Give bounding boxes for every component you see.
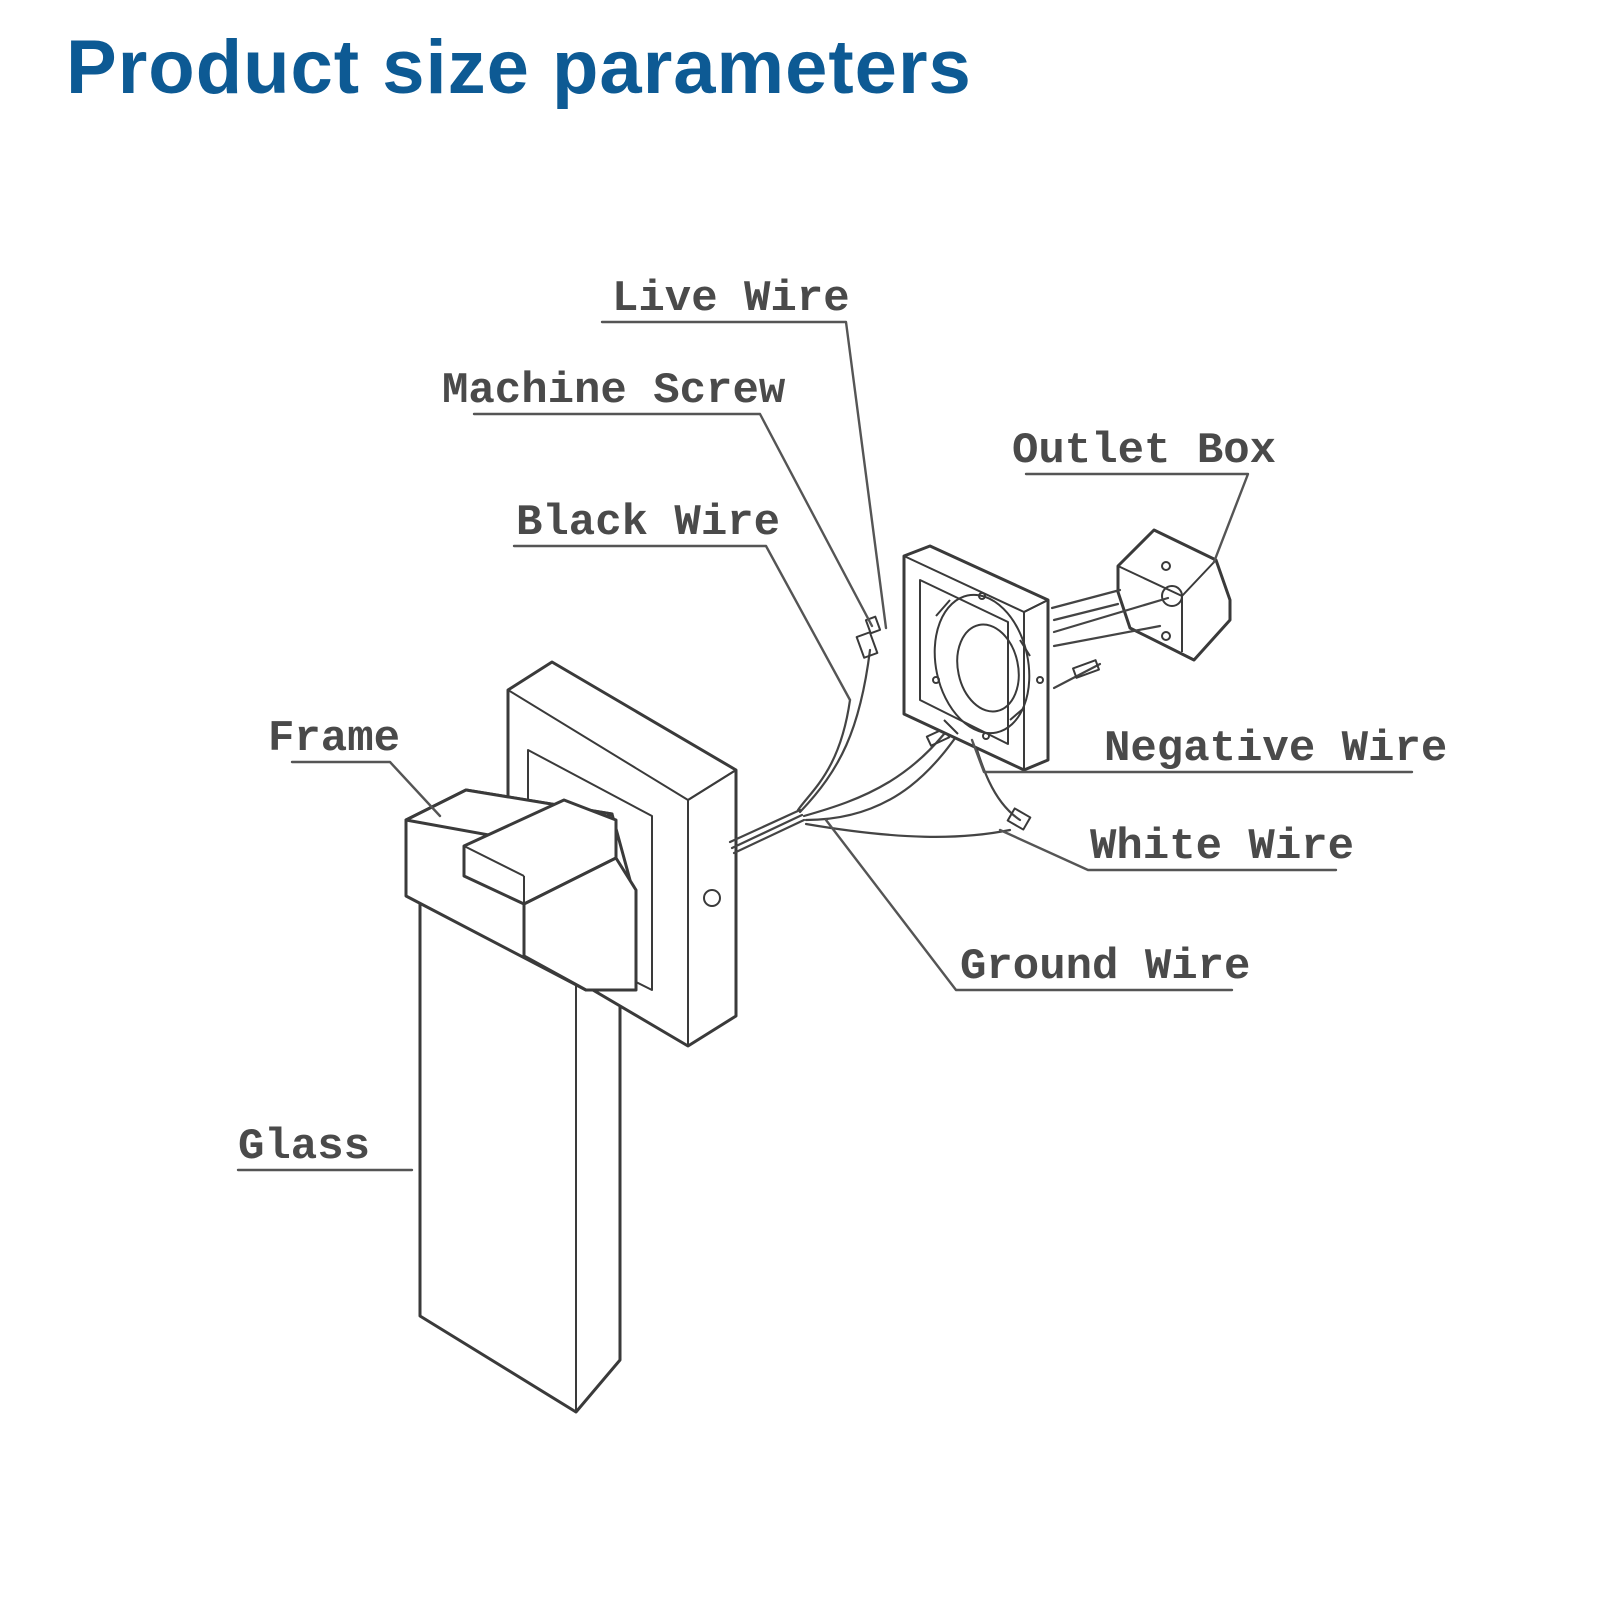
leader-live-wire [600, 320, 888, 630]
label-glass: Glass [238, 1122, 370, 1172]
leader-black-wire [512, 544, 852, 702]
label-ground-wire: Ground Wire [960, 942, 1250, 992]
mounting-plate [902, 544, 1050, 772]
label-machine-screw: Machine Screw [442, 366, 786, 416]
label-negative-wire: Negative Wire [1104, 724, 1447, 774]
leader-white-wire [998, 828, 1338, 872]
leader-outlet-box [1024, 472, 1250, 564]
outlet-box [1050, 528, 1232, 690]
page-title: Product size parameters [66, 25, 972, 110]
leader-lines [236, 320, 1414, 1172]
labels: Live Wire Machine Screw Black Wire Outle… [238, 274, 1447, 1172]
label-black-wire: Black Wire [516, 498, 780, 548]
label-frame: Frame [268, 714, 400, 764]
label-live-wire: Live Wire [612, 274, 850, 324]
leader-negative-wire [970, 738, 1414, 774]
label-outlet-box: Outlet Box [1012, 426, 1276, 476]
label-white-wire: White Wire [1090, 822, 1354, 872]
frame-bracket [404, 788, 638, 992]
leader-ground-wire [824, 818, 1234, 992]
leader-machine-screw [472, 412, 874, 628]
leader-frame [290, 760, 442, 818]
